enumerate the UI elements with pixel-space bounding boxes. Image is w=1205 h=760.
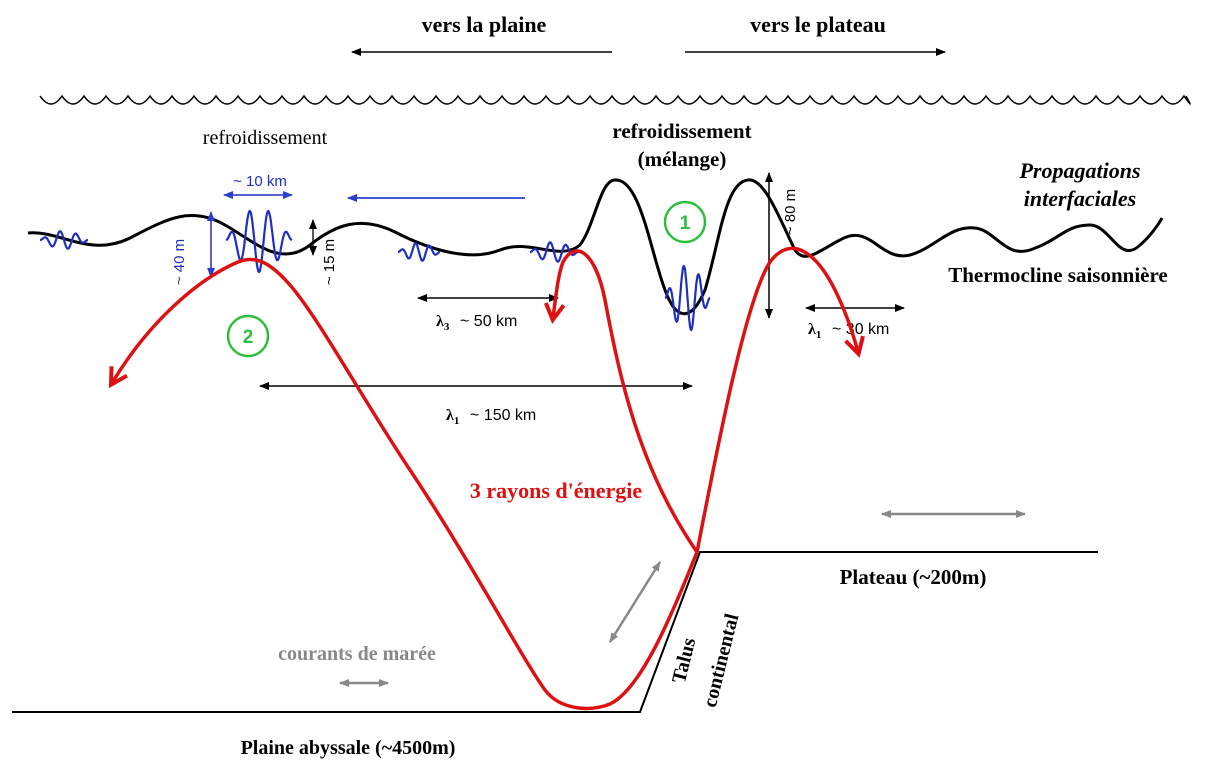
marker-circle-2-label: 2: [243, 327, 254, 348]
label-plaine-abyssale: Plaine abyssale (~4500m): [241, 737, 456, 759]
label-80m: ~ 80 m: [782, 189, 799, 235]
lambda1b-symbol: λ: [446, 407, 454, 424]
label-vers-la-plaine: vers la plaine: [422, 12, 547, 37]
label-continental: continental: [699, 611, 744, 709]
label-plateau: Plateau (~200m): [840, 565, 987, 589]
energy-ray-main: [553, 249, 699, 553]
sea-surface: [39, 94, 1191, 105]
label-lambda3: λ3: [436, 313, 450, 333]
label-lambda1b: λ1: [446, 407, 459, 427]
lambda3-symbol: λ: [436, 313, 444, 330]
lambda3-sub: 3: [444, 321, 450, 333]
label-3-rayons: 3 rayons d'énergie: [470, 478, 643, 503]
tide-arrow-slope-down: [608, 601, 637, 643]
lambda1a-sub: 1: [816, 329, 822, 341]
wave-packet-far-left: [40, 230, 88, 250]
energy-ray-to-plain: [112, 257, 699, 711]
label-10km: ~ 10 km: [233, 173, 287, 190]
label-refroidissement-right: refroidissement: [612, 119, 751, 143]
label-vers-le-plateau: vers le plateau: [750, 12, 886, 37]
label-lambda3-value: ~ 50 km: [460, 313, 517, 330]
label-lambda1b-value: ~ 150 km: [470, 407, 536, 424]
label-courants-de-maree: courants de marée: [278, 643, 436, 665]
label-15m: ~ 15 m: [321, 239, 338, 285]
label-thermocline: Thermocline saisonnière: [948, 263, 1168, 287]
label-propagations: Propagations: [1018, 158, 1140, 183]
energy-ray-to-plateau: [695, 246, 858, 553]
lambda1b-sub: 1: [454, 415, 460, 427]
lambda1a-symbol: λ: [808, 321, 816, 338]
thermocline-line: [27, 178, 1164, 316]
seafloor-profile: [12, 551, 1098, 713]
marker-circle-1-label: 1: [680, 213, 691, 234]
label-40m: ~ 40 m: [171, 239, 188, 285]
label-refroidissement-left: refroidissement: [203, 127, 328, 149]
label-lambda1a-value: ~ 30 km: [832, 321, 889, 338]
label-lambda1a: λ1: [808, 321, 821, 341]
wave-packet-middle: [398, 242, 440, 262]
marker-circle-2: [226, 314, 270, 358]
tide-arrow-slope-up: [633, 561, 662, 603]
wave-packet-trough: [664, 264, 711, 332]
label-interfaciales: interfaciales: [1024, 186, 1136, 211]
marker-circle-1: [663, 200, 707, 244]
wave-packet-large: [225, 209, 293, 274]
wave-packets: [40, 209, 711, 332]
label-melange: (mélange): [638, 147, 727, 171]
label-talus: Talus: [668, 635, 701, 685]
